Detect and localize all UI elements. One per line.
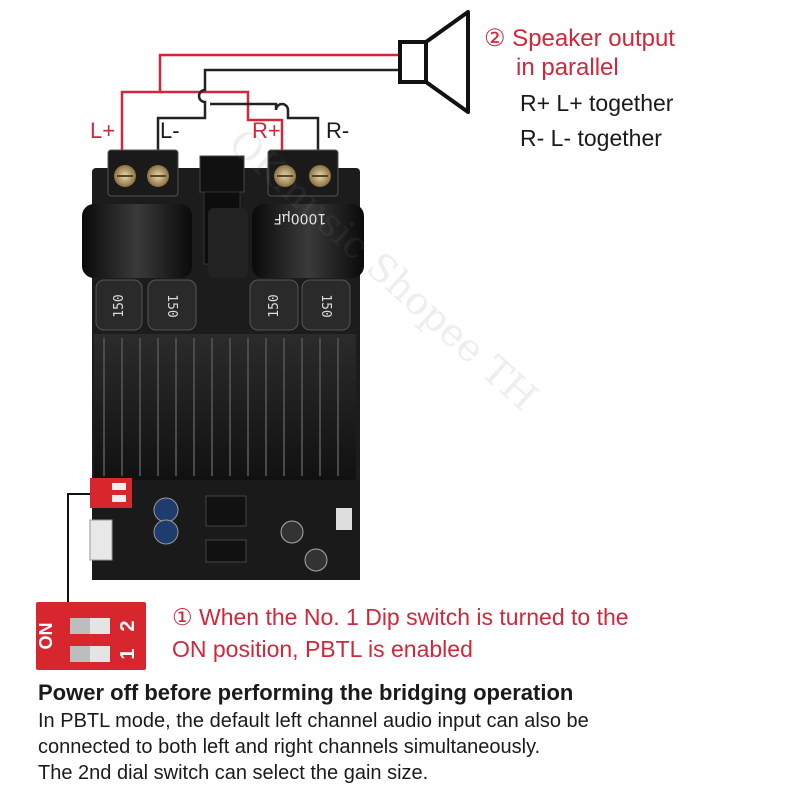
speaker-wiring: [120, 53, 404, 160]
label-r-minus: R-: [326, 118, 350, 143]
label-l-plus: L+: [90, 118, 116, 143]
capacitor-label: 1000μF: [274, 210, 327, 226]
dip-callout-line1: ① When the No. 1 Dip switch is turned to…: [172, 604, 629, 630]
label-r-plus: R+: [252, 118, 281, 143]
label-l-minus: L-: [160, 118, 180, 143]
wire-r-plus: [160, 90, 284, 160]
capacitor-left: [82, 204, 192, 278]
dip-switch-callout: ON 2 1: [36, 602, 146, 670]
dip-on-text: ON: [36, 623, 56, 650]
notes-line1: In PBTL mode, the default left channel a…: [38, 710, 589, 732]
speaker-note-line1: R+ L+ together: [520, 90, 674, 116]
board-dip-switch: [90, 478, 132, 508]
speaker-title-line2: in parallel: [516, 54, 619, 81]
speaker-title-line1: ② Speaker output: [484, 25, 675, 52]
inductors: [95, 279, 351, 331]
inductor-label-4: 150: [318, 294, 333, 317]
dip-num-2: 2: [117, 620, 139, 631]
amplifier-board: 150 150 150 150 1000μF: [67, 149, 364, 602]
speaker-icon: [398, 10, 470, 114]
dip-num-1: 1: [117, 648, 139, 659]
notes-heading: Power off before performing the bridging…: [38, 680, 574, 705]
notes-line3: The 2nd dial switch can select the gain …: [38, 762, 429, 784]
wire-l-minus: [156, 68, 404, 160]
notes-line2: connected to both left and right channel…: [38, 736, 541, 758]
dip-leader-line: [67, 493, 90, 602]
terminal-block-left: [107, 149, 179, 197]
terminal-block-right: [267, 149, 339, 197]
inductor-label-3: 150: [267, 294, 282, 317]
capacitor-right: [252, 204, 364, 278]
dip-callout-line2: ON position, PBTL is enabled: [172, 636, 473, 662]
inductor-label-1: 150: [112, 294, 127, 317]
speaker-note-line2: R- L- together: [520, 125, 662, 151]
inductor-label-2: 150: [164, 294, 179, 317]
heatsink: [94, 334, 356, 480]
wire-r-minus: [210, 102, 320, 160]
